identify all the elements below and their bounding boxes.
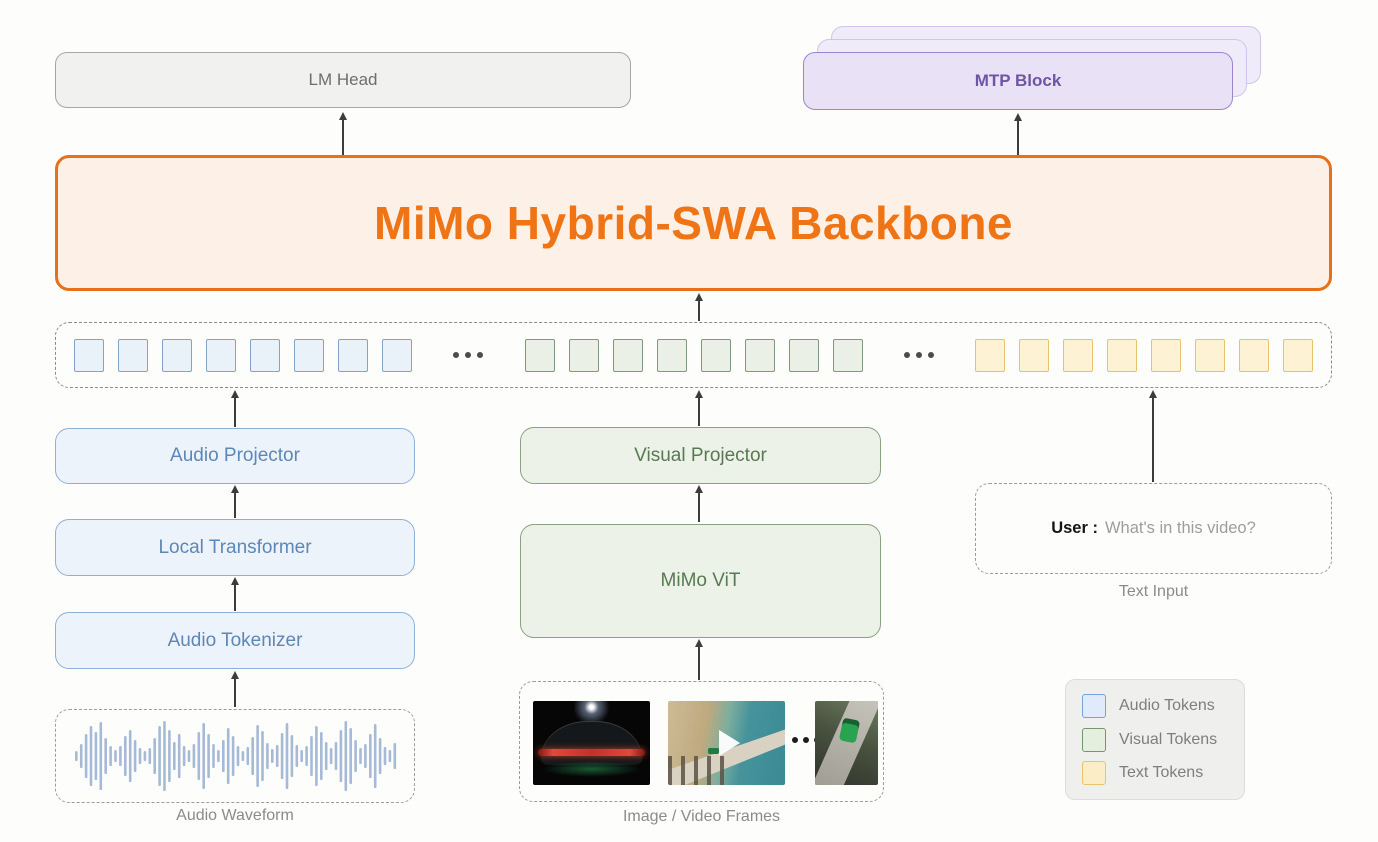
arrow-backbone-to-mtp bbox=[1013, 113, 1022, 155]
arrow-text-input-to-tokens bbox=[1148, 390, 1157, 482]
audio-token bbox=[382, 338, 412, 372]
backbone-title: MiMo Hybrid-SWA Backbone bbox=[374, 197, 1013, 249]
audio-tokenizer-box: Audio Tokenizer bbox=[55, 612, 415, 669]
legend-row-visual: Visual Tokens bbox=[1082, 727, 1228, 752]
audio-token bbox=[338, 338, 368, 372]
audio-token bbox=[74, 338, 104, 372]
mimo-vit-box: MiMo ViT bbox=[520, 524, 881, 638]
text-token bbox=[1151, 338, 1181, 372]
car-green-glow bbox=[542, 761, 641, 778]
audio-token bbox=[162, 338, 192, 372]
visual-token-group bbox=[524, 338, 863, 372]
local-transformer-box: Local Transformer bbox=[55, 519, 415, 576]
audio-tokenizer-label: Audio Tokenizer bbox=[167, 629, 303, 651]
text-token-group bbox=[975, 338, 1313, 372]
backbone-box: MiMo Hybrid-SWA Backbone bbox=[55, 155, 1332, 291]
ellipsis-separator bbox=[903, 352, 934, 358]
visual-token bbox=[700, 338, 731, 372]
visual-projector-label: Visual Projector bbox=[634, 444, 767, 466]
ellipsis-separator bbox=[453, 352, 484, 358]
text-token bbox=[1063, 338, 1093, 372]
play-icon bbox=[718, 730, 740, 756]
mtp-block-label: MTP Block bbox=[974, 71, 1062, 90]
arrow-waveform-to-audio-tokenizer bbox=[230, 671, 239, 707]
visual-tokens-swatch bbox=[1082, 727, 1106, 752]
visual-projector-box: Visual Projector bbox=[520, 427, 881, 484]
visual-token bbox=[744, 338, 775, 372]
visual-token bbox=[568, 338, 599, 372]
audio-token bbox=[250, 338, 280, 372]
lm-head-label: LM Head bbox=[308, 70, 378, 89]
car-silhouette bbox=[541, 721, 642, 765]
text-input-caption: Text Input bbox=[1118, 583, 1189, 600]
audio-waveform-caption: Audio Waveform bbox=[176, 807, 294, 824]
legend-row-text: Text Tokens bbox=[1082, 761, 1228, 786]
visual-token bbox=[524, 338, 555, 372]
audio-token bbox=[294, 338, 324, 372]
arrow-tokens-to-backbone bbox=[694, 293, 703, 321]
text-tokens-label: Text Tokens bbox=[1119, 764, 1204, 782]
car-tail-light bbox=[537, 748, 646, 756]
video-frames-box bbox=[519, 681, 884, 802]
mountain-road bbox=[815, 701, 878, 785]
mtp-block-box: MTP Block bbox=[803, 52, 1233, 110]
visual-token bbox=[832, 338, 863, 372]
text-token bbox=[1239, 338, 1269, 372]
audio-waveform-box bbox=[55, 709, 415, 803]
arrow-frames-to-vit bbox=[694, 639, 703, 680]
local-transformer-label: Local Transformer bbox=[158, 536, 312, 558]
text-token bbox=[975, 338, 1005, 372]
audio-token-group bbox=[74, 338, 412, 372]
mimo-vit-label: MiMo ViT bbox=[660, 570, 741, 591]
audio-tokens-label: Audio Tokens bbox=[1119, 696, 1215, 714]
audio-projector-label: Audio Projector bbox=[170, 445, 300, 466]
text-token bbox=[1283, 338, 1313, 372]
audio-projector-box: Audio Projector bbox=[55, 428, 415, 484]
text-input-box: User : What's in this video? bbox=[975, 483, 1332, 574]
video-frames-caption: Image / Video Frames bbox=[622, 808, 781, 825]
arrow-visual-projector-to-tokens bbox=[694, 390, 703, 426]
video-frame-coastal-bridge bbox=[668, 701, 785, 785]
video-frame-car-rear bbox=[533, 701, 650, 785]
visual-token bbox=[612, 338, 643, 372]
user-message-text: What's in this video? bbox=[1104, 519, 1256, 537]
audio-tokens-swatch bbox=[1082, 693, 1106, 718]
arrow-audio-projector-to-tokens bbox=[230, 390, 239, 427]
visual-token bbox=[788, 338, 819, 372]
text-token bbox=[1107, 338, 1137, 372]
arrow-audio-tokenizer-to-local-transformer bbox=[230, 577, 239, 611]
arrow-local-transformer-to-audio-projector bbox=[230, 485, 239, 518]
arrow-backbone-to-lm-head bbox=[338, 112, 347, 155]
audio-token bbox=[206, 338, 236, 372]
text-token bbox=[1195, 338, 1225, 372]
token-legend: Audio Tokens Visual Tokens Text Tokens bbox=[1065, 679, 1245, 800]
token-sequence-row bbox=[55, 322, 1332, 388]
small-green-car bbox=[707, 748, 719, 755]
arrow-vit-to-visual-projector bbox=[694, 485, 703, 522]
legend-row-audio: Audio Tokens bbox=[1082, 693, 1228, 718]
video-frame-green-car-road bbox=[815, 701, 878, 785]
audio-waveform-icon bbox=[75, 721, 397, 791]
bridge-pillars bbox=[668, 756, 733, 785]
visual-tokens-label: Visual Tokens bbox=[1119, 730, 1218, 748]
user-prefix-label: User : bbox=[1051, 519, 1098, 537]
lm-head-box: LM Head bbox=[55, 52, 631, 108]
audio-token bbox=[118, 338, 148, 372]
visual-token bbox=[656, 338, 687, 372]
text-token bbox=[1019, 338, 1049, 372]
text-tokens-swatch bbox=[1082, 761, 1106, 786]
